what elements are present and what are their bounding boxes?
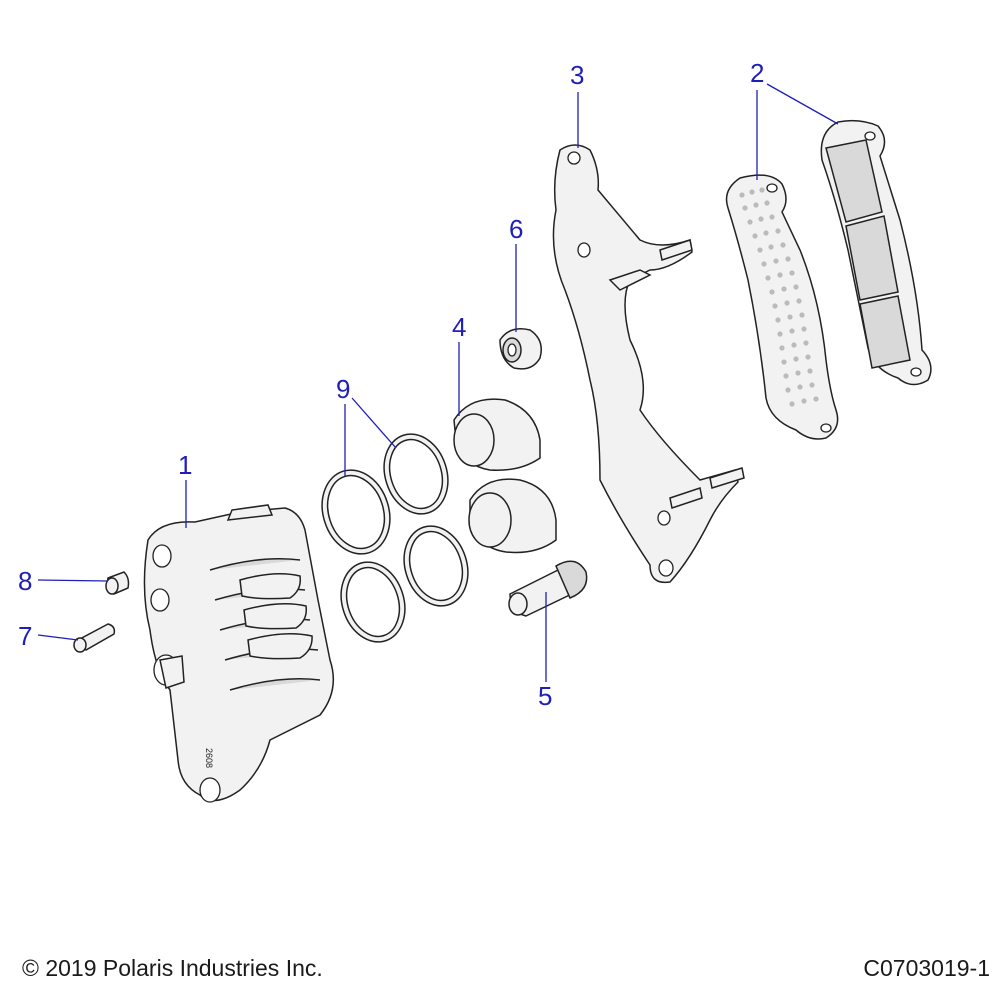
slide-pin (508, 560, 588, 617)
piston-lower (468, 478, 557, 554)
callout-1: 1 (178, 450, 192, 480)
brake-pad-rear-plate (725, 174, 839, 440)
piston-seal-3 (340, 561, 406, 643)
leader-8 (37, 579, 109, 582)
piston-seal-2 (383, 433, 449, 515)
callout-7: 7 (18, 621, 32, 651)
piston-seal-4 (403, 525, 469, 607)
callout-5: 5 (538, 681, 552, 711)
callouts: 1 2 3 4 5 6 7 8 9 (18, 58, 764, 711)
bleeder-screw (73, 623, 116, 653)
callout-6: 6 (509, 214, 523, 244)
leader-2b (766, 83, 839, 125)
pin-bushing (499, 328, 542, 370)
callout-8: 8 (18, 566, 32, 596)
callout-4: 4 (452, 312, 466, 342)
callout-3: 3 (570, 60, 584, 90)
leader-9b (351, 397, 397, 449)
callout-2: 2 (750, 58, 764, 88)
callout-9: 9 (336, 374, 350, 404)
bleeder-cap (105, 571, 130, 595)
caliper-bracket (552, 144, 745, 584)
piston-upper (453, 398, 541, 471)
copyright-notice: © 2019 Polaris Industries Inc. (22, 955, 323, 981)
piston-seal-1 (321, 469, 391, 555)
caliper-body: 2608 (143, 504, 335, 803)
caliper-marking: 2608 (204, 748, 214, 768)
brake-pad-front-pad (820, 119, 932, 386)
leader-lines (37, 83, 839, 682)
drawing-number: C0703019-1 (863, 955, 990, 981)
leader-7 (37, 634, 79, 641)
